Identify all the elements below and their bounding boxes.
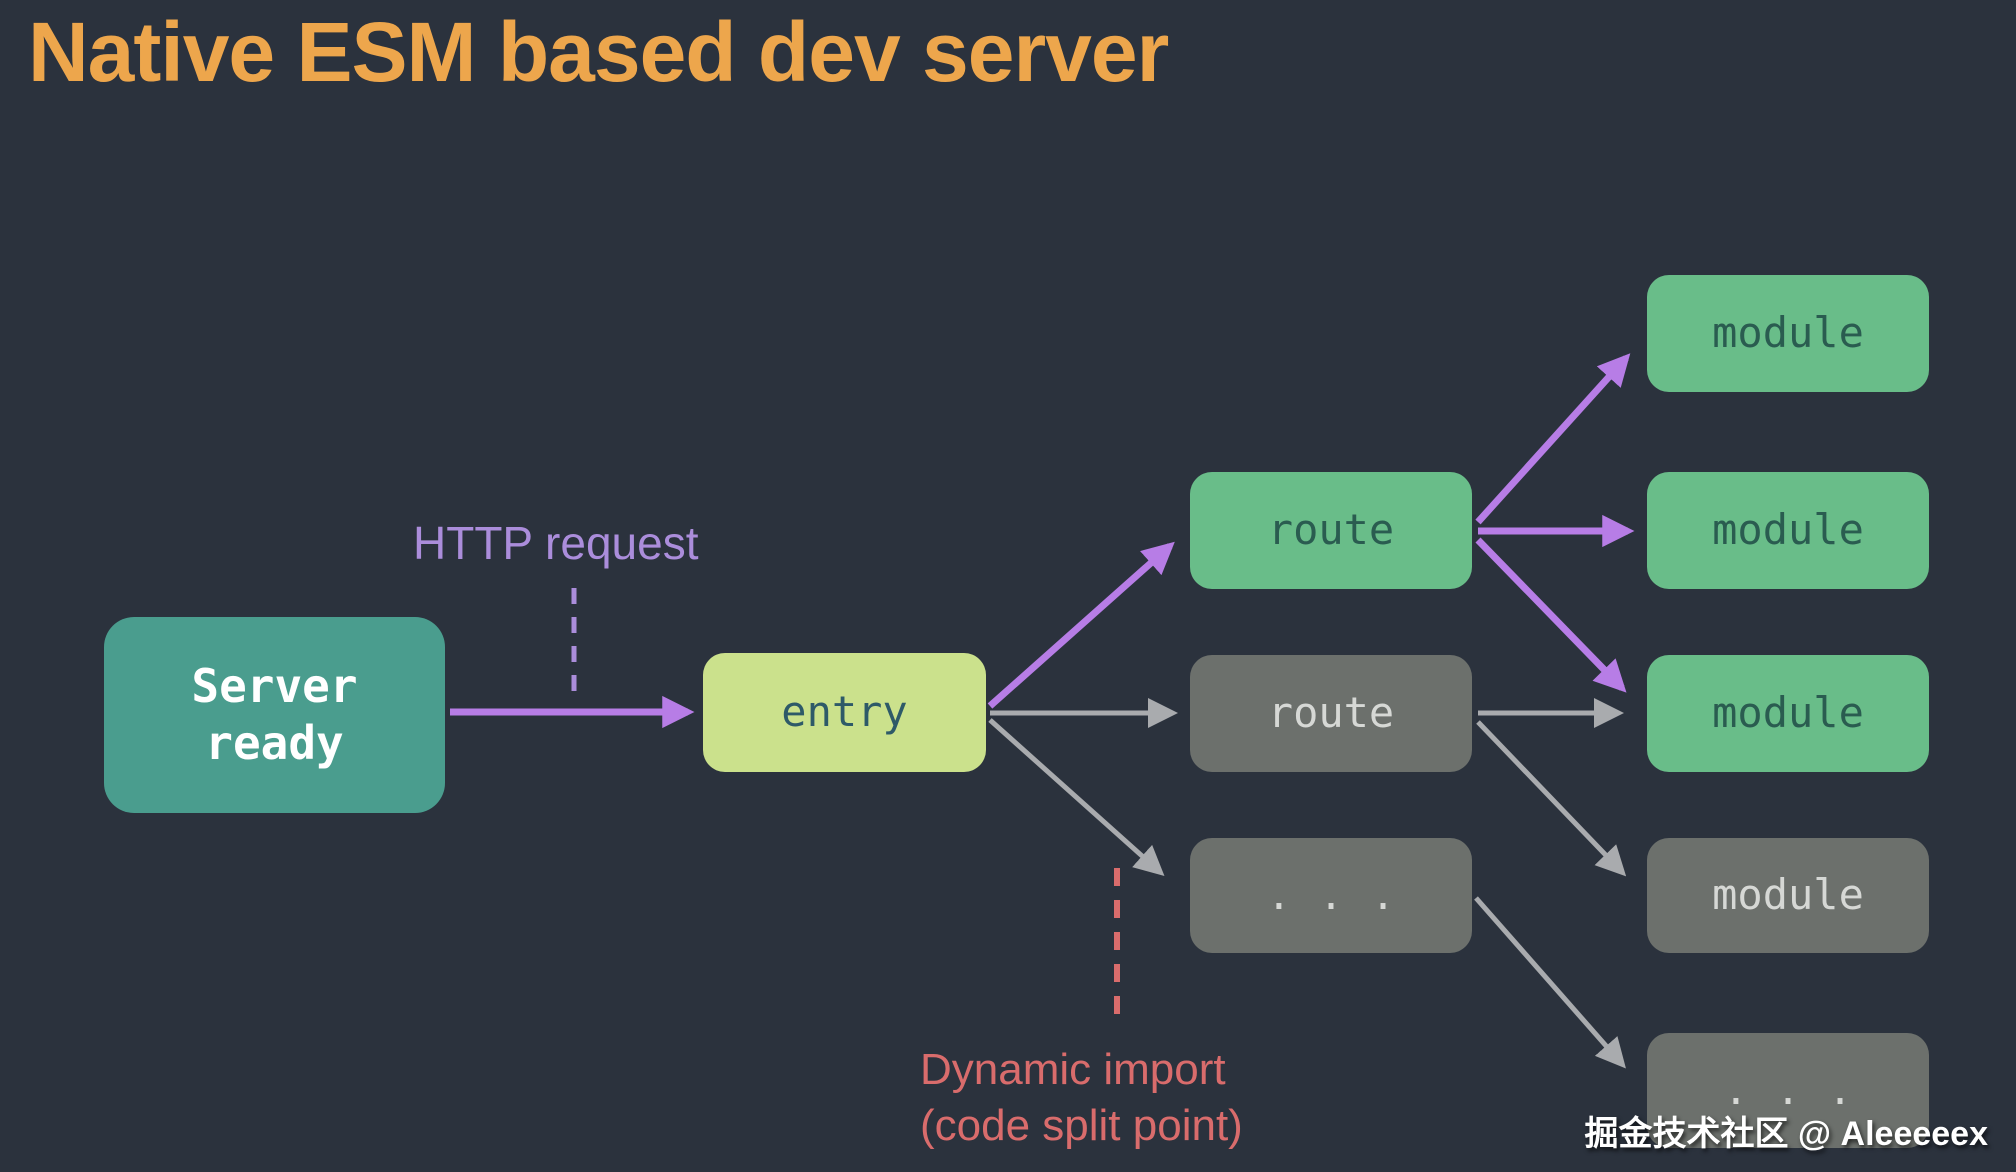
node-module-3: module [1647, 655, 1929, 772]
node-entry: entry [703, 653, 986, 772]
node-module-4-label: module [1712, 870, 1864, 920]
arrow-route-inactive-to-module-4 [1476, 720, 1627, 877]
label-dynamic-import-line2: (code split point) [920, 1101, 1243, 1150]
node-route-active-label: route [1267, 505, 1395, 555]
node-route-inactive-label: route [1267, 688, 1395, 738]
node-more-routes: ... [1190, 838, 1472, 953]
label-http-request: HTTP request [413, 517, 699, 569]
arrow-route-active-to-module-3 [1475, 537, 1627, 693]
node-more-routes-label: ... [1266, 872, 1424, 919]
arrow-more-routes-to-more-modules [1474, 896, 1626, 1069]
label-dynamic-import-line1: Dynamic import [920, 1045, 1226, 1094]
node-entry-label: entry [781, 687, 908, 737]
node-module-4: module [1647, 838, 1929, 953]
arrow-entry-to-route-active [987, 541, 1175, 709]
node-more-modules: ... [1647, 1033, 1929, 1148]
node-server-ready: Server ready [104, 617, 445, 813]
node-route-active: route [1190, 472, 1472, 589]
node-module-3-label: module [1712, 688, 1864, 738]
node-module-2-label: module [1712, 505, 1864, 555]
watermark: 掘金技术社区 @ Aleeeeex [1584, 1115, 1988, 1153]
node-more-modules-label: ... [1723, 1067, 1881, 1114]
arrow-route-active-to-module-1 [1475, 353, 1631, 525]
node-server-ready-label: Server ready [191, 658, 358, 771]
page-title: Native ESM based dev server [28, 5, 1169, 99]
node-module-1: module [1647, 275, 1929, 392]
arrow-entry-to-more-routes [988, 718, 1165, 876]
node-module-2: module [1647, 472, 1929, 589]
label-dynamic-import: Dynamic import (code split point) [920, 1042, 1243, 1154]
node-route-inactive: route [1190, 655, 1472, 772]
node-module-1-label: module [1712, 308, 1864, 358]
